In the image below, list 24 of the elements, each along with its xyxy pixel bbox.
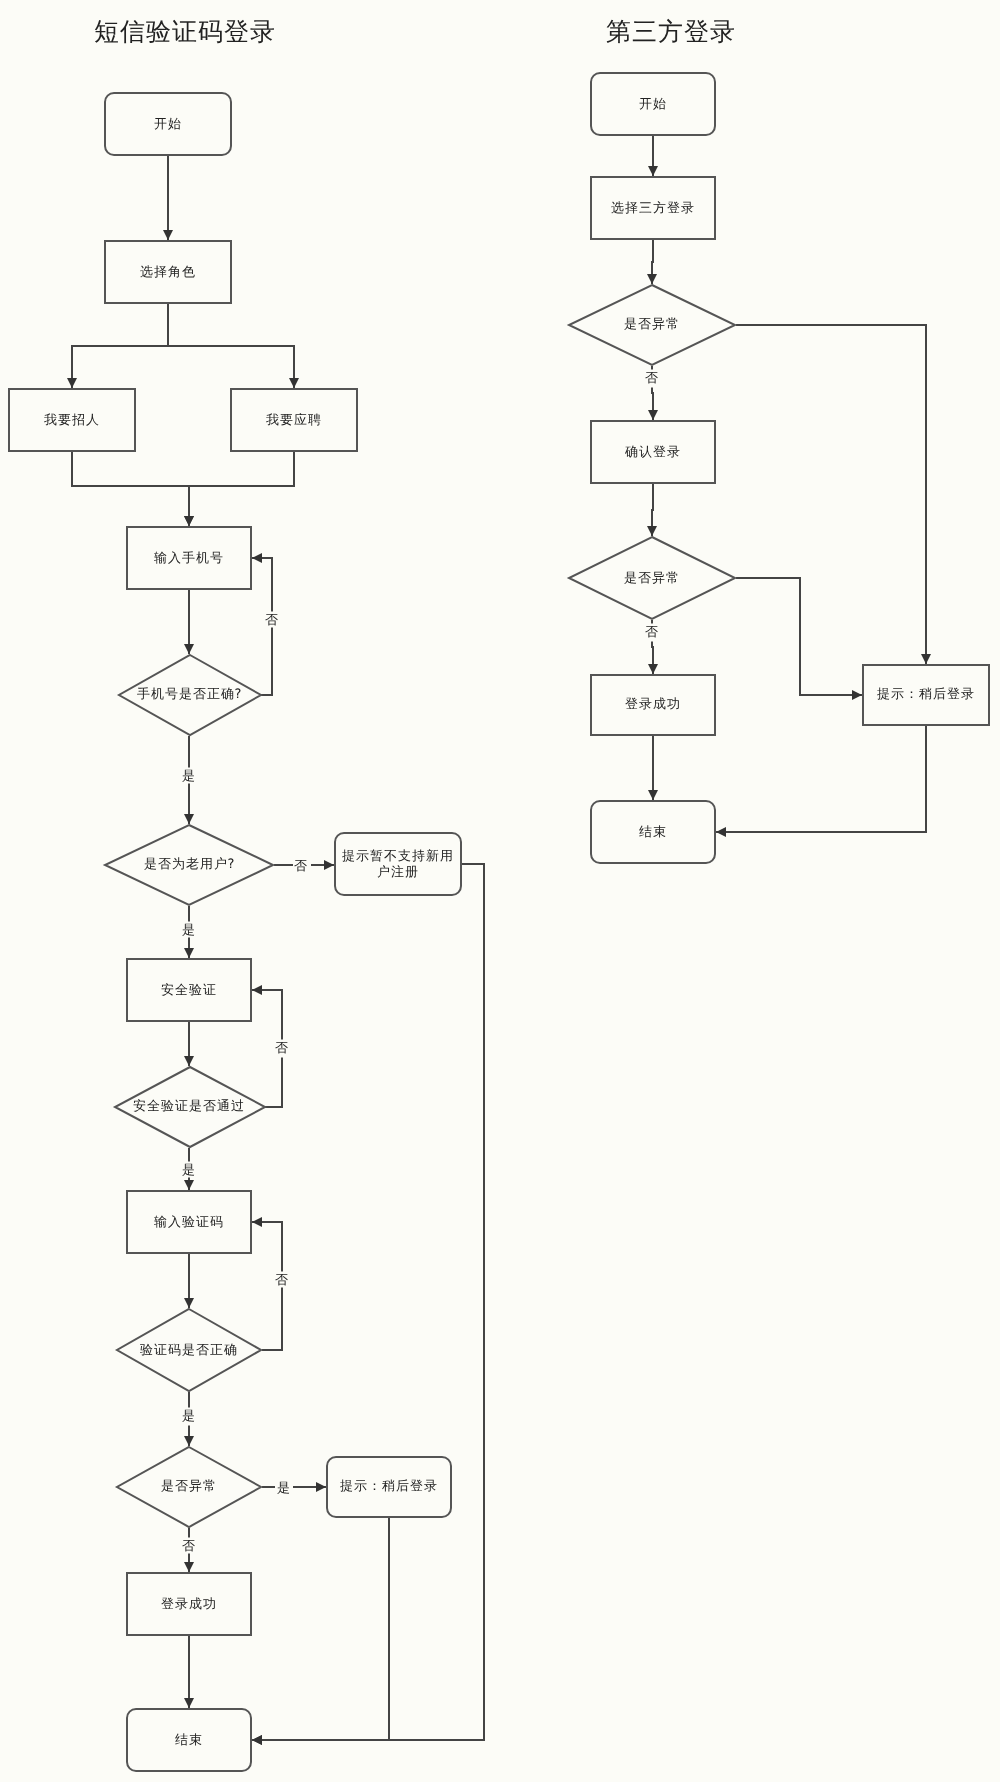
- arrow: [251, 1217, 283, 1351]
- arrow: [715, 725, 927, 837]
- arrow: [167, 303, 299, 389]
- arrow: [251, 863, 485, 1745]
- arrow: [184, 589, 194, 655]
- arrow: [648, 619, 658, 675]
- arrow: [648, 135, 658, 177]
- arrow: [648, 365, 658, 421]
- arrow: [184, 451, 295, 527]
- arrow: [648, 735, 658, 801]
- arrow: [251, 553, 273, 696]
- arrow: [184, 1635, 194, 1709]
- arrow: [184, 1021, 194, 1067]
- arrow: [163, 155, 173, 241]
- arrow: [251, 985, 283, 1108]
- flow-title: 第三方登录: [606, 16, 736, 46]
- arrow: [735, 577, 863, 700]
- arrow: [184, 1253, 194, 1309]
- arrow: [647, 239, 657, 285]
- arrow: [735, 324, 931, 665]
- arrow: [647, 483, 657, 537]
- arrow: [273, 860, 335, 870]
- flow-title: 短信验证码登录: [94, 16, 276, 46]
- arrow: [184, 735, 194, 825]
